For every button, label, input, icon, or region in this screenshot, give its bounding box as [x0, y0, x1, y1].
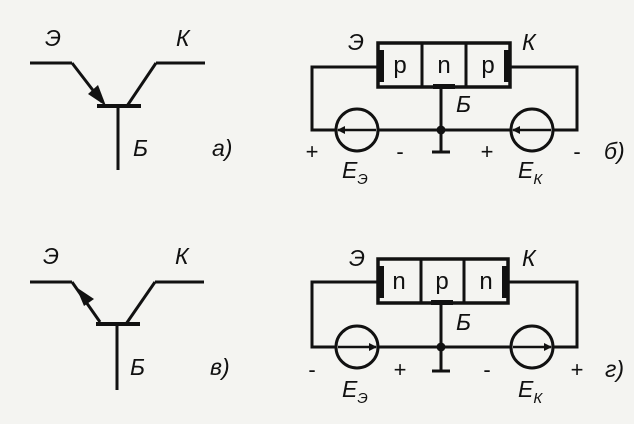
base-label: Б: [130, 354, 145, 380]
collector-label: К: [522, 29, 537, 55]
emitter-label: Э: [349, 245, 365, 271]
emitter-arrow-icon: [88, 85, 106, 106]
collector-label: К: [176, 25, 191, 51]
polarity-collector-plus: +: [571, 357, 584, 382]
collector-line: [124, 281, 157, 325]
caption: б): [604, 138, 625, 164]
polarity-emitter-plus: +: [394, 357, 407, 382]
collector-contact: [504, 50, 510, 82]
caption: а): [212, 135, 232, 161]
layer-collector: n: [479, 268, 492, 295]
polarity-emitter-plus: +: [306, 139, 319, 164]
base-contact: [433, 84, 455, 89]
layer-collector: p: [481, 52, 494, 79]
polarity-collector-minus: -: [483, 357, 490, 382]
emitter-label: Э: [45, 25, 61, 51]
base-node: [436, 125, 446, 135]
polarity-emitter-minus: -: [396, 139, 403, 164]
layer-emitter: p: [393, 52, 406, 79]
collector-contact: [502, 266, 508, 298]
layer-base: n: [437, 52, 450, 79]
polarity-emitter-minus: -: [308, 357, 315, 382]
layer-base: p: [435, 268, 448, 295]
collector-label: К: [175, 243, 190, 269]
circuit-pnp: Э К p n p Б + - + - EЭ EК б): [306, 29, 625, 188]
emitter-contact: [378, 266, 384, 298]
emitter-source-label: EЭ: [342, 376, 368, 407]
collector-wire: [441, 65, 579, 132]
polarity-collector-plus: +: [481, 139, 494, 164]
emitter-label: Э: [348, 29, 364, 55]
emitter-arrow-icon: [76, 287, 94, 306]
base-label: Б: [456, 309, 471, 335]
base-label: Б: [133, 135, 148, 161]
collector-line: [125, 62, 158, 107]
base-label: Б: [456, 91, 471, 117]
emitter-label: Э: [43, 243, 59, 269]
polarity-collector-minus: -: [573, 139, 580, 164]
caption: г): [605, 356, 624, 382]
circuit-npn: Э К n p n Б - + - + EЭ EК г): [308, 245, 624, 407]
base-node: [436, 342, 446, 352]
caption: в): [210, 354, 230, 380]
symbol-npn: Э К Б в): [30, 243, 230, 390]
emitter-source-label: EЭ: [342, 157, 368, 188]
layer-emitter: n: [392, 268, 405, 295]
collector-label: К: [522, 245, 537, 271]
symbol-pnp: Э К Б а): [30, 25, 232, 170]
collector-source-label: EК: [518, 376, 543, 407]
base-contact: [431, 300, 453, 305]
emitter-contact: [378, 50, 384, 82]
collector-wire: [441, 280, 579, 349]
collector-source-label: EК: [518, 157, 543, 188]
